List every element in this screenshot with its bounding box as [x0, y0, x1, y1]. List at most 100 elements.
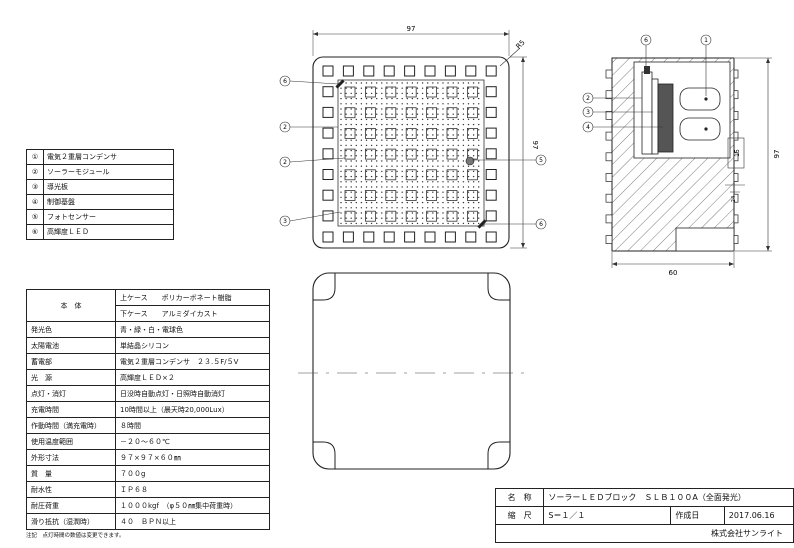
- pattern-dot: [472, 134, 475, 136]
- title-block: 名 称 ソーラーＬＥＤブロック ＳＬＢ１００A（全面発光） 縮 尺 S＝１／１ …: [494, 488, 794, 543]
- side-tab: [605, 111, 613, 120]
- pattern-dot: [360, 175, 363, 178]
- pattern-dot: [447, 212, 449, 214]
- pattern-dot: [457, 165, 459, 167]
- pattern-dot: [416, 191, 419, 193]
- pattern-dot: [340, 222, 342, 225]
- pattern-dot: [467, 129, 470, 131]
- pattern-dot: [421, 207, 424, 209]
- pattern-dot: [452, 149, 454, 152]
- dim-side-offset: 15: [734, 149, 741, 157]
- pattern-dot: [391, 170, 393, 173]
- pattern-dot: [396, 212, 398, 214]
- photo-sensor: [465, 156, 475, 166]
- frame-tile: [363, 231, 375, 243]
- pattern-dot: [345, 118, 347, 121]
- spec-row: 太陽電池単結晶シリコン: [26, 337, 270, 354]
- pattern-dot: [386, 155, 388, 157]
- side-tab: [733, 173, 739, 182]
- pattern-dot: [442, 165, 444, 167]
- pattern-dot: [467, 175, 470, 178]
- inner-tile: [446, 210, 458, 222]
- inner-tile: [446, 107, 458, 119]
- frame-tile: [322, 148, 334, 160]
- pattern-dot: [340, 118, 342, 121]
- pattern-dot: [457, 149, 459, 152]
- pattern-dot: [391, 186, 393, 188]
- pattern-dot: [376, 87, 378, 89]
- pattern-dot: [447, 129, 449, 131]
- pattern-dot: [478, 165, 480, 167]
- dim-right-height: 97: [531, 141, 539, 150]
- pattern-dot: [472, 87, 475, 89]
- pattern-dot: [447, 149, 449, 152]
- pattern-dot: [452, 134, 454, 136]
- pattern-dot: [437, 129, 439, 131]
- pattern-dot: [381, 108, 383, 110]
- pattern-dot: [376, 123, 378, 126]
- bottom-view: [298, 272, 527, 470]
- pattern-dot: [355, 113, 357, 115]
- pattern-dot: [360, 155, 363, 157]
- pattern-dot: [365, 175, 368, 178]
- pattern-dot: [432, 207, 434, 209]
- pattern-dot: [340, 212, 342, 214]
- pattern-dot: [381, 97, 383, 100]
- pattern-dot: [376, 201, 378, 204]
- pattern-dot: [437, 155, 439, 157]
- pattern-dot: [411, 196, 414, 199]
- pattern-dot: [462, 191, 465, 193]
- pattern-dot: [406, 217, 408, 219]
- pattern-dot: [427, 191, 429, 193]
- inner-tile: [405, 86, 417, 98]
- pattern-dot: [467, 186, 470, 188]
- pattern-dot: [345, 144, 347, 147]
- pattern-dot: [457, 97, 459, 100]
- pattern-dot: [350, 222, 352, 225]
- pattern-dot: [442, 87, 444, 89]
- pattern-dot: [447, 87, 449, 89]
- frame-tile: [322, 65, 334, 77]
- pattern-dot: [386, 191, 388, 193]
- pattern-dot: [386, 139, 388, 141]
- pattern-dot: [447, 134, 449, 136]
- pattern-dot: [432, 82, 434, 84]
- pattern-dot: [345, 170, 347, 173]
- pattern-dot: [467, 149, 470, 152]
- pattern-dot: [386, 129, 388, 131]
- pattern-dot: [350, 113, 352, 115]
- pattern-dot: [396, 139, 398, 141]
- pattern-dot: [421, 196, 424, 199]
- pattern-dot: [427, 108, 429, 110]
- pattern-dot: [472, 186, 475, 188]
- spec-row: 使用温度範囲－２０～６０℃: [26, 433, 270, 450]
- pattern-dot: [462, 149, 465, 152]
- pattern-dot: [457, 160, 459, 162]
- pattern-dot: [376, 108, 378, 110]
- pattern-dot: [432, 134, 434, 136]
- pattern-dot: [416, 123, 419, 126]
- pattern-dot: [416, 165, 419, 167]
- pattern-dot: [345, 207, 347, 209]
- pattern-dot: [391, 207, 393, 209]
- inner-tile: [364, 190, 376, 201]
- pattern-dot: [401, 191, 403, 193]
- pattern-dot: [401, 113, 403, 115]
- pattern-dot: [396, 191, 398, 193]
- pattern-dot: [427, 170, 429, 173]
- pattern-dot: [467, 108, 470, 110]
- pattern-dot: [386, 149, 388, 152]
- pattern-dot: [386, 217, 388, 219]
- pattern-dot: [442, 134, 444, 136]
- pattern-dot: [421, 170, 424, 173]
- pattern-dot: [472, 212, 475, 214]
- inner-tile: [446, 169, 458, 181]
- pattern-dot: [340, 123, 342, 126]
- inner-tile: [466, 107, 478, 119]
- pattern-dot: [472, 181, 475, 183]
- light-guide-panel: [337, 79, 485, 227]
- title-name-label: 名 称: [494, 488, 545, 507]
- pattern-dot: [432, 113, 434, 115]
- pattern-dot: [350, 134, 352, 136]
- pattern-dot: [406, 139, 408, 141]
